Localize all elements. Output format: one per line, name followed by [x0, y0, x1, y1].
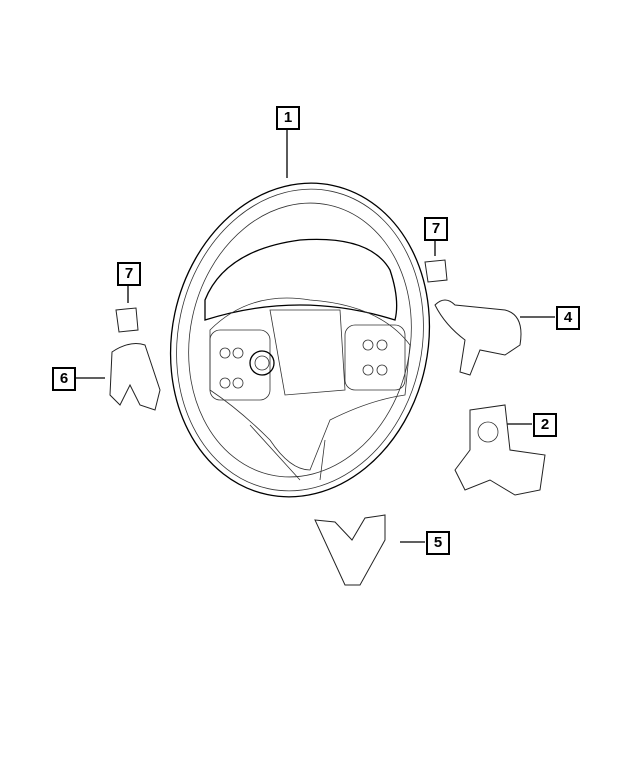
leader-lines	[75, 128, 555, 543]
switch-buttons-left	[219, 347, 244, 389]
trim-cap-left	[115, 307, 139, 333]
bezel-left	[109, 343, 161, 411]
rear-cover	[454, 404, 546, 496]
trim-cap-right	[424, 259, 448, 283]
callout-7-right: 7	[424, 217, 448, 241]
switch-buttons-right	[362, 339, 388, 376]
callout-2: 2	[533, 413, 557, 437]
lower-bezel	[314, 514, 386, 586]
callout-4: 4	[556, 306, 580, 330]
callout-5: 5	[426, 531, 450, 555]
callout-6: 6	[52, 367, 76, 391]
callout-1: 1	[276, 106, 300, 130]
bezel-right	[434, 299, 522, 376]
steering-wheel	[169, 182, 431, 498]
callout-7-left: 7	[117, 262, 141, 286]
